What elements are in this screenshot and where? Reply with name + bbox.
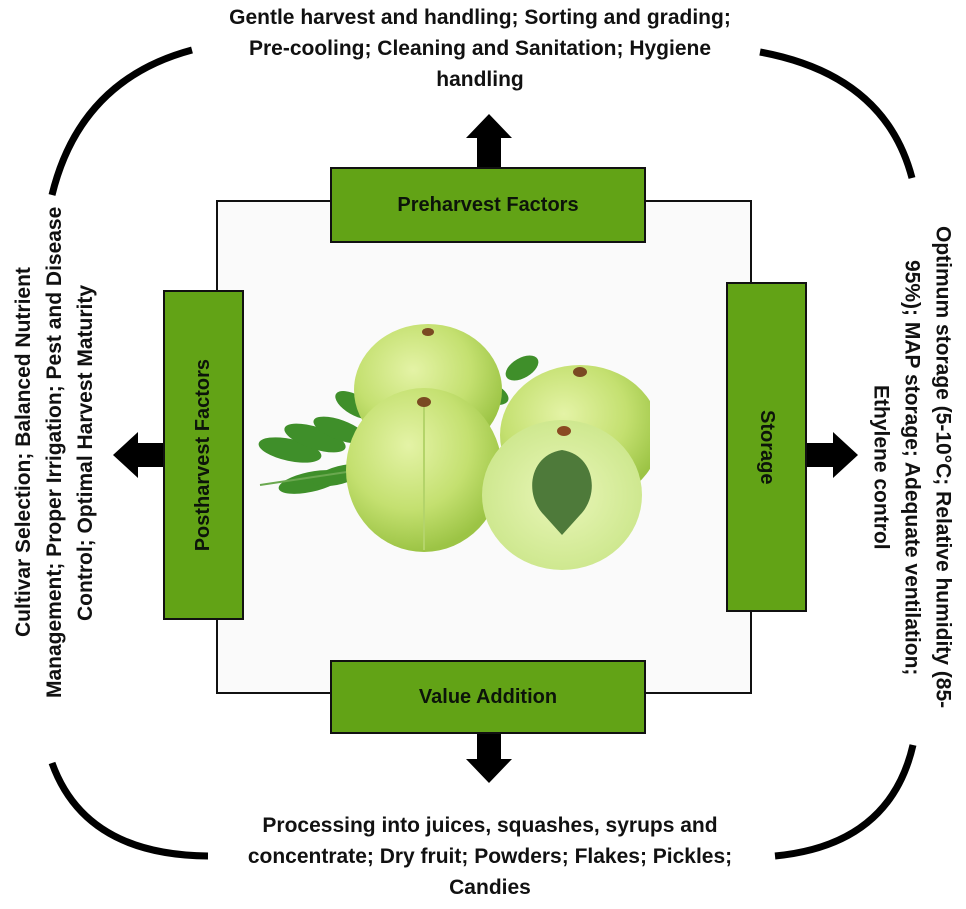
preharvest-outcomes-text: Gentle harvest and handling; Sorting and… xyxy=(180,2,780,95)
postharvest-factors-label: Postharvest Factors xyxy=(192,358,214,552)
top-text-line-2: Pre-cooling; Cleaning and Sanitation; Hy… xyxy=(248,37,712,60)
right-text-line-3: Ethylene control xyxy=(869,385,893,550)
storage-box: Storage xyxy=(726,282,807,612)
arrow-right-icon xyxy=(806,432,858,478)
top-text-line-1: Gentle harvest and handling; Sorting and… xyxy=(229,6,731,29)
amla-fruits-illustration xyxy=(258,324,650,570)
arrow-down-icon xyxy=(466,733,512,783)
bottom-text-line-2: concentrate; Dry fruit; Powders; Flakes;… xyxy=(247,845,733,868)
value-addition-box: Value Addition xyxy=(330,660,646,734)
arc-bottom-right xyxy=(774,744,917,860)
postharvest-factors-box: Postharvest Factors xyxy=(163,290,244,620)
postharvest-outcomes-text: Cultivar Selection; Balanced Nutrient Ma… xyxy=(4,180,104,725)
arrow-left-icon xyxy=(113,432,167,478)
arrow-up-icon xyxy=(466,114,512,170)
arc-bottom-left xyxy=(48,761,209,860)
top-text-line-3: handling xyxy=(436,68,524,91)
right-text-line-1: Optimum storage (5-10°C; Relative humidi… xyxy=(931,226,955,709)
storage-label: Storage xyxy=(756,409,778,485)
value-addition-outcomes-text: Processing into juices, squashes, syrups… xyxy=(190,810,790,903)
left-text-line-2: Management; Proper Irrigation; Pest and … xyxy=(42,206,66,699)
left-text-line-1: Cultivar Selection; Balanced Nutrient xyxy=(11,267,35,638)
arc-top-right xyxy=(759,48,916,179)
bottom-text-line-1: Processing into juices, squashes, syrups… xyxy=(262,814,718,837)
preharvest-factors-box: Preharvest Factors xyxy=(330,167,646,243)
right-text-line-2: 95%); MAP storage; Adequate ventilation; xyxy=(900,259,924,676)
storage-outcomes-text: Optimum storage (5-10°C; Relative humidi… xyxy=(862,180,962,755)
fruit-front xyxy=(346,388,502,552)
fruit-halved xyxy=(482,420,642,570)
bottom-text-line-3: Candies xyxy=(449,876,531,899)
preharvest-factors-label: Preharvest Factors xyxy=(397,193,579,216)
left-text-line-3: Control; Optimal Harvest Maturity xyxy=(73,284,97,621)
arc-top-left xyxy=(48,46,193,196)
value-addition-label: Value Addition xyxy=(418,685,558,708)
